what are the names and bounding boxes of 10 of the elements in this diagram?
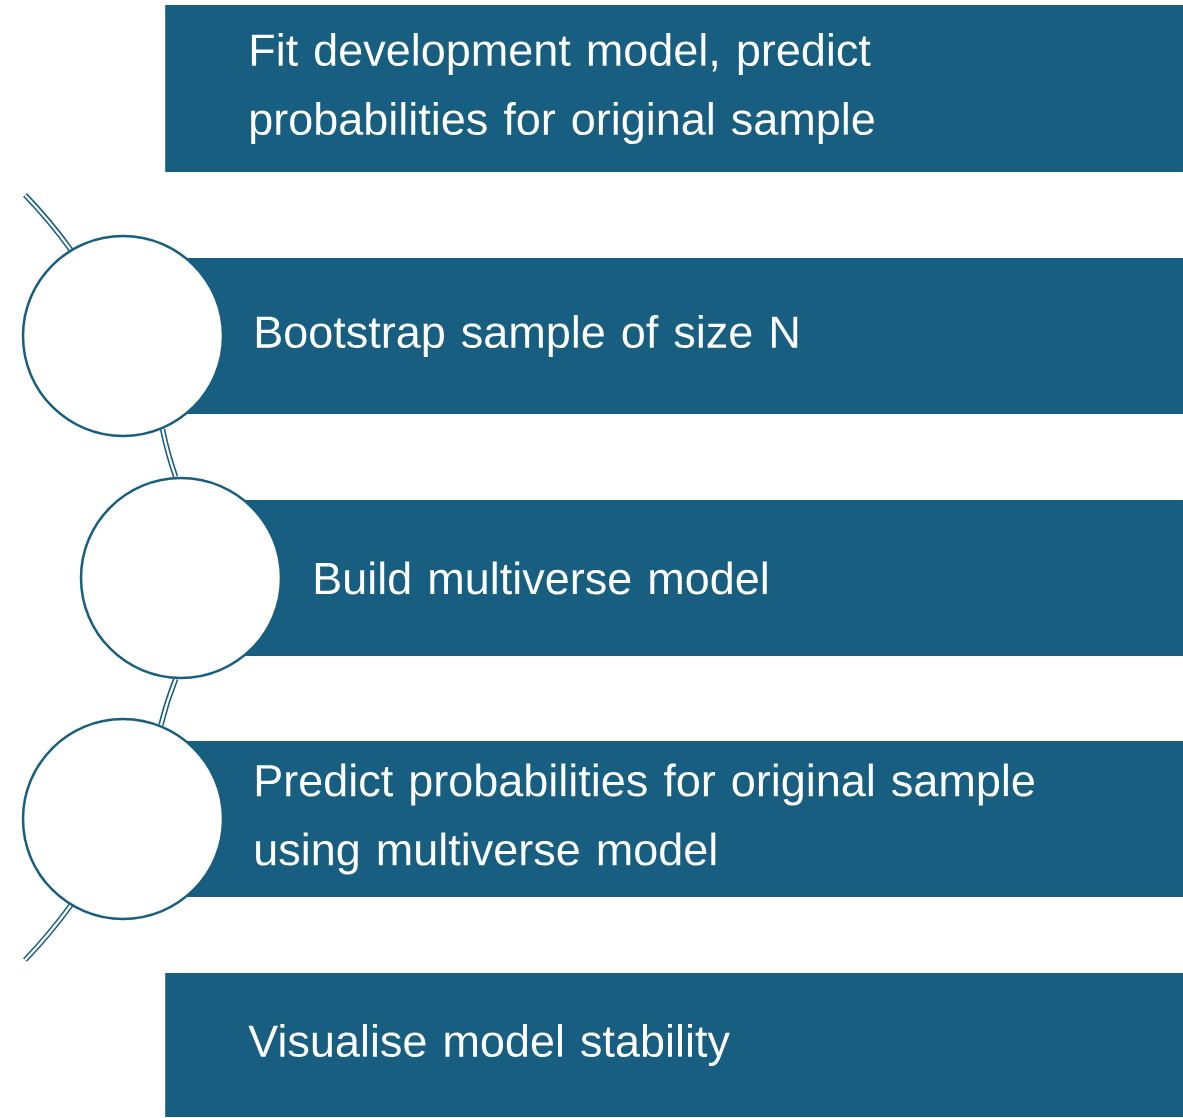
step-band: Visualise model stability [165,973,1183,1117]
connector-line [158,678,179,726]
step-circle [21,234,225,438]
step-band: Fit development model, predict probabilities for original sample [165,5,1183,172]
connector-line [159,428,179,478]
step-circle [79,476,283,680]
step-band: Bootstrap sample of size N [185,258,1183,414]
step-band: Build multiverse model [245,500,1183,656]
step-circle [21,717,225,921]
step-band: Predict probabilities for original sample using multiverse model [185,741,1183,897]
